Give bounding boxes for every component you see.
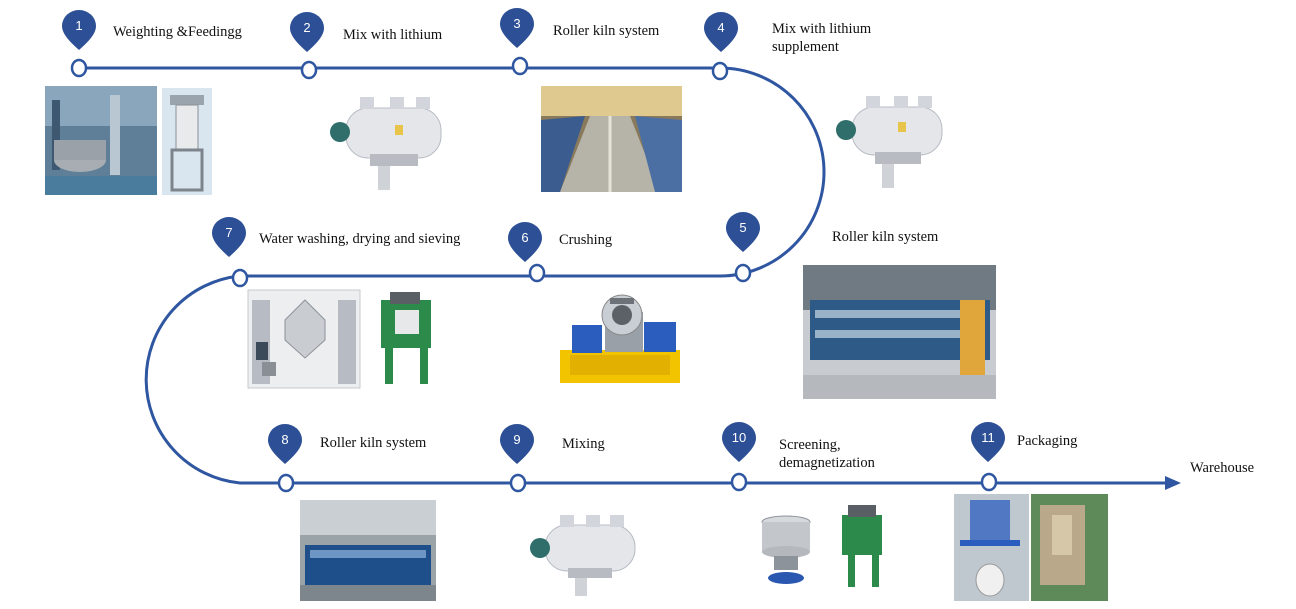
step-marker-5: 5 xyxy=(726,212,760,254)
step-label-1: Weighting &Feedingg xyxy=(113,24,242,40)
step-number: 6 xyxy=(521,230,529,245)
step-marker-3: 3 xyxy=(500,8,534,50)
step-marker-8: 8 xyxy=(268,424,302,466)
node-8 xyxy=(277,473,295,493)
node-7 xyxy=(231,268,249,288)
step-marker-9: 9 xyxy=(500,424,534,466)
node-3 xyxy=(511,56,529,76)
photo-roller-kiln-2 xyxy=(803,265,996,399)
node-1 xyxy=(70,58,88,78)
step-number: 5 xyxy=(739,220,747,235)
step-marker-2: 2 xyxy=(290,12,324,54)
step-marker-10: 10 xyxy=(722,422,756,464)
photo-crusher xyxy=(560,294,680,383)
step-number: 1 xyxy=(75,18,83,33)
photo-mixer xyxy=(530,515,636,596)
warehouse-label: Warehouse xyxy=(1190,460,1255,476)
node-9 xyxy=(509,473,527,493)
photo-washing-drying-sieving xyxy=(247,289,431,389)
photo-lithium-supplement-mixer xyxy=(836,96,943,188)
step-label-10: Screening, demagnetization xyxy=(779,437,875,471)
step-marker-1: 1 xyxy=(62,10,96,52)
step-number: 3 xyxy=(513,16,521,31)
node-2 xyxy=(300,60,318,80)
step-label-9: Mixing xyxy=(562,436,605,452)
step-marker-4: 4 xyxy=(704,12,738,54)
photo-roller-kiln-1 xyxy=(541,86,682,192)
node-10 xyxy=(730,472,748,492)
step-label-3: Roller kiln system xyxy=(553,23,660,39)
step-number: 8 xyxy=(281,432,289,447)
step-number: 7 xyxy=(225,225,233,240)
step-label-4: Mix with lithium supplement xyxy=(772,21,872,55)
node-5 xyxy=(734,263,752,283)
node-11 xyxy=(980,472,998,492)
step-label-6: Crushing xyxy=(559,232,613,248)
photo-packaging xyxy=(954,494,1108,601)
step-number: 4 xyxy=(717,20,725,35)
step-label-7: Water washing, drying and sieving xyxy=(259,231,461,247)
photo-roller-kiln-3 xyxy=(300,500,436,601)
step-label-5: Roller kiln system xyxy=(832,229,939,245)
step-marker-11: 11 xyxy=(971,422,1005,464)
step-number: 11 xyxy=(981,430,995,445)
step-marker-7: 7 xyxy=(212,217,246,259)
photo-screening-demagnetization xyxy=(761,505,882,587)
step-number: 2 xyxy=(303,20,311,35)
step-label-8: Roller kiln system xyxy=(320,435,427,451)
flow-path xyxy=(79,66,1165,485)
step-label-2: Mix with lithium xyxy=(343,27,443,43)
step-number: 10 xyxy=(731,430,747,445)
flow-arrowhead xyxy=(1165,476,1181,490)
photo-weighting-feeding xyxy=(45,86,212,195)
node-6 xyxy=(528,263,546,283)
photo-lithium-mixer xyxy=(330,97,442,190)
node-4 xyxy=(711,61,729,81)
step-label-11: Packaging xyxy=(1017,433,1078,449)
step-marker-6: 6 xyxy=(508,222,542,264)
step-number: 9 xyxy=(513,432,521,447)
